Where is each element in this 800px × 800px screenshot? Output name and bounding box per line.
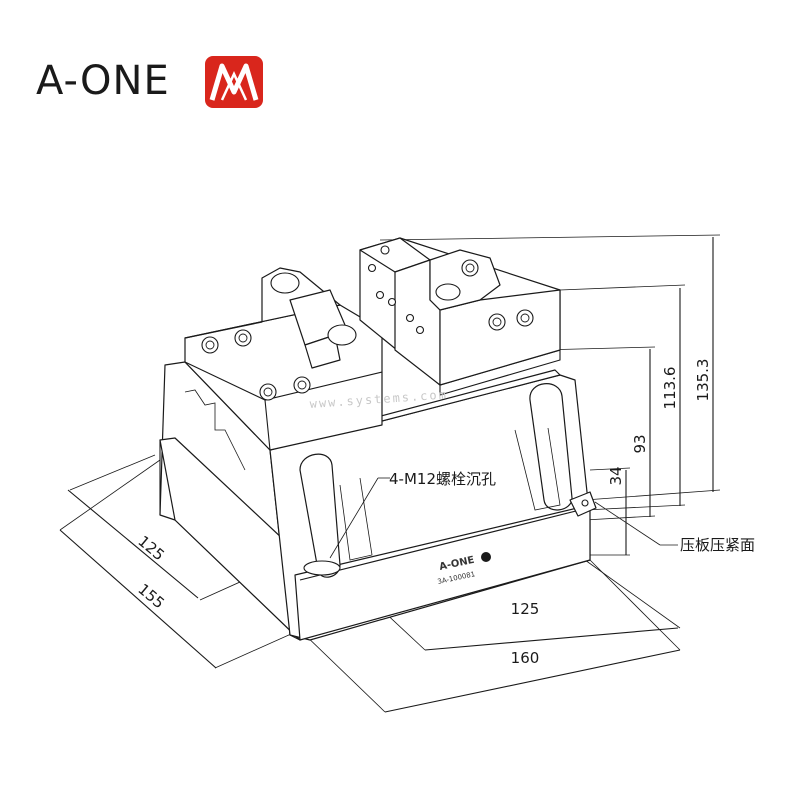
vise-body [159,361,597,641]
dim-width-outer: 160 [511,649,540,667]
dim-depth-outer: 155 [134,580,168,612]
dim-height-body: 93 [631,434,649,453]
callout-leaders [329,477,678,559]
left-jaw [184,267,383,471]
dim-height-total: 135.3 [694,359,712,402]
dim-depth-inner: 125 [134,532,168,564]
callout-clamp-face: 压板压紧面 [680,536,755,554]
brand-logo-icon [205,56,263,108]
badge-logo-icon [481,552,491,562]
dim-height-mid: 113.6 [661,367,679,410]
right-jaw [359,237,561,396]
dim-width-inner: 125 [511,600,540,618]
callout-mounting-holes: 4-M12螺栓沉孔 [389,470,496,488]
brand-logo-text: A-ONE [36,58,170,104]
dim-height-clamp: 34 [607,466,625,485]
